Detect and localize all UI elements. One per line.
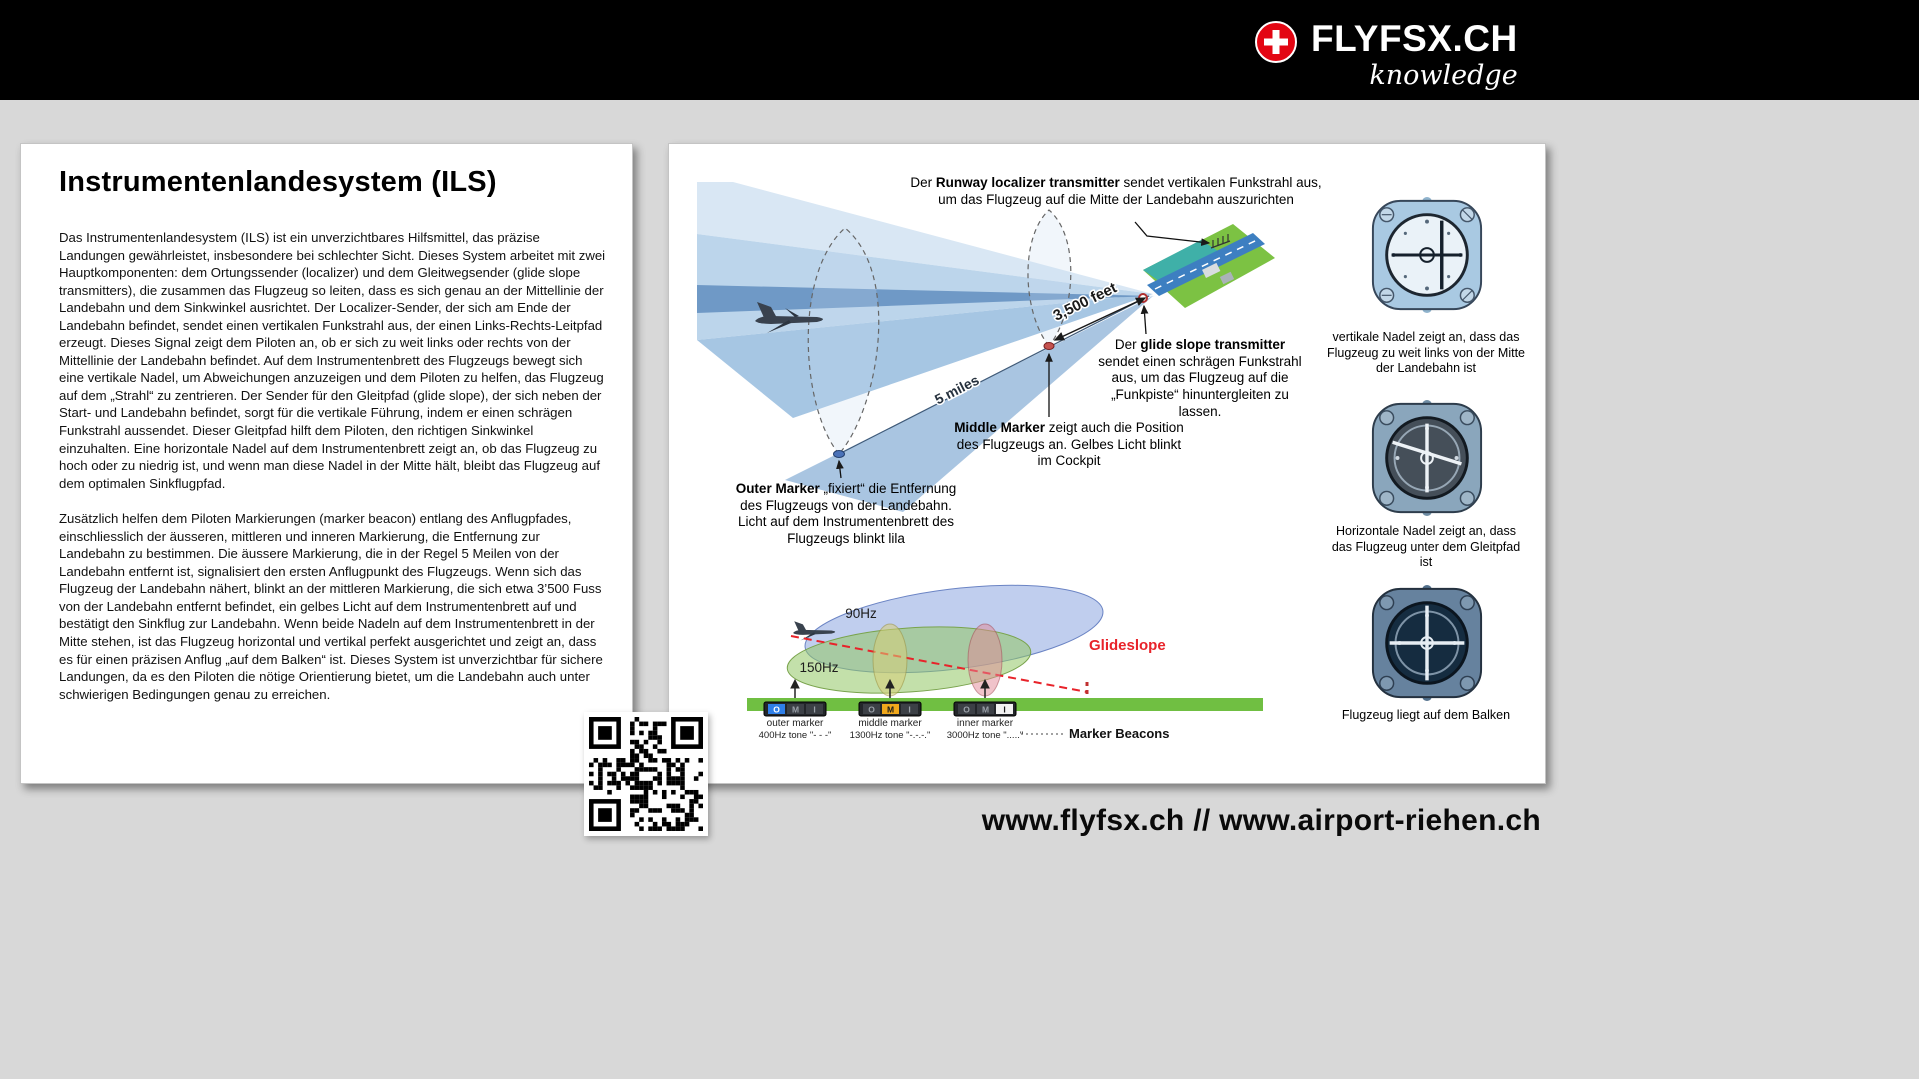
- annotation-middle-marker: Middle Marker zeigt auch die Position de…: [949, 420, 1189, 470]
- glideslope-annotation-arrow: [1140, 304, 1149, 335]
- middle-marker-tone: 1300Hz tone "-.-.-.": [850, 730, 931, 741]
- label-90hz: 90Hz: [845, 606, 877, 621]
- glidepath-beam: [785, 296, 1153, 512]
- instrument-caption-3: Flugzeug liegt auf dem Balken: [1341, 708, 1511, 722]
- glideslope-label: Glideslope: [1089, 637, 1166, 654]
- swiss-cross-icon: [1255, 21, 1297, 63]
- instrument-caption-2: Horizontale Nadel zeigt an, dass das Flu…: [1331, 524, 1521, 570]
- beacon-cell-letter: I: [1003, 705, 1005, 715]
- localizer-beam-low: [697, 294, 1153, 418]
- runway-area: [1143, 224, 1275, 308]
- annotation-text: „fixiert“ die Entfernung des Flugzeugs v…: [737, 481, 957, 547]
- outer-marker-name: outer marker: [767, 718, 824, 729]
- beacon-cell-letter: I: [813, 705, 815, 715]
- qr-code: [584, 712, 708, 836]
- beacon-strip-outer: O M I: [763, 701, 827, 717]
- middle-marker-dot: [1043, 342, 1055, 350]
- footer-links: www.flyfsx.ch // www.airport-riehen.ch: [981, 804, 1541, 837]
- annotation-bold: Middle Marker: [954, 420, 1045, 435]
- inner-marker-name: inner marker: [957, 718, 1014, 729]
- beacon-cell-letter: O: [963, 705, 970, 715]
- localizer-beam-light: [697, 182, 1153, 294]
- instrument-on-the-beam: [1368, 584, 1486, 702]
- localizer-annotation-arrow: [1134, 221, 1211, 247]
- airplane-icon: [755, 302, 823, 333]
- localizer-antenna: [1210, 234, 1231, 249]
- outer-marker-annotation-arrow: [836, 459, 844, 479]
- inner-marker-tone: 3000Hz tone ".....": [947, 730, 1023, 741]
- beacon-cell-letter: M: [792, 705, 799, 715]
- ils-approach-diagram: 3,500 feet 5 miles: [697, 182, 1275, 512]
- qr-code-image: [589, 717, 703, 831]
- annotation-outer-marker: Outer Marker „fixiert“ die Entfernung de…: [735, 481, 957, 548]
- instrument-glideslope: [1368, 399, 1486, 517]
- diagram-card: 3,500 feet 5 miles Der Runway localizer …: [668, 143, 1546, 784]
- glideslope-line: [790, 635, 1088, 693]
- beacon-cell-letter: M: [887, 705, 894, 715]
- annotation-text: Der: [1114, 337, 1141, 352]
- feet-distance-arrow: [1053, 297, 1147, 341]
- article-paragraph-2: Zusätzlich helfen dem Piloten Markierung…: [59, 511, 603, 702]
- beacon-cell-letter: O: [773, 705, 780, 715]
- localizer-beam-mid: [697, 234, 1153, 340]
- middle-marker-name: middle marker: [858, 718, 922, 729]
- outer-marker-tone: 400Hz tone "- - -": [759, 730, 832, 741]
- marker-beacons-diagram: 90Hz 150Hz Glideslope O M I: [747, 584, 1263, 741]
- annotation-text: sendet einen schrägen Funkstrahl aus, um…: [1098, 353, 1302, 419]
- annotation-bold: glide slope transmitter: [1140, 337, 1286, 352]
- article-card: Instrumentenlandesystem (ILS) Das Instru…: [20, 143, 633, 784]
- brand-tagline: knowledge: [1369, 59, 1518, 91]
- instrument-localizer: [1368, 196, 1486, 314]
- course-beam: [697, 285, 1155, 313]
- annotation-bold: Runway localizer transmitter: [935, 175, 1120, 190]
- header-bar: FLYFSX.CH knowledge: [0, 0, 1919, 100]
- annotation-glideslope: Der glide slope transmitter sendet einen…: [1093, 337, 1307, 421]
- label-150hz: 150Hz: [799, 660, 838, 675]
- beacon-cell-letter: M: [982, 705, 989, 715]
- annotation-text: zeigt auch die Position des Flugzeugs an…: [956, 420, 1184, 469]
- instrument-caption-1: vertikale Nadel zeigt an, dass das Flugz…: [1326, 330, 1525, 376]
- outer-marker-dot: [833, 450, 845, 458]
- annotation-localizer: Der Runway localizer transmitter sendet …: [901, 175, 1331, 208]
- page-title: Instrumentenlandesystem (ILS): [59, 166, 497, 198]
- beacon-cell-letter: O: [868, 705, 875, 715]
- marker-beacons-title: Marker Beacons: [1069, 726, 1169, 741]
- annotation-text: Der: [910, 175, 936, 190]
- annotation-text: sendet vertikalen Funkstrahl aus, um das…: [938, 175, 1322, 207]
- article-paragraph-1: Das Instrumentenlandesystem (ILS) ist ei…: [59, 230, 606, 491]
- beacon-cell-letter: I: [908, 705, 910, 715]
- brand-logo: FLYFSX.CH knowledge: [1254, 18, 1518, 91]
- annotation-bold: Outer Marker: [735, 481, 820, 496]
- beacon-antennas: [790, 678, 990, 698]
- outer-marker-cone: [807, 227, 880, 455]
- brand-name: FLYFSX.CH: [1311, 18, 1518, 59]
- beacon-strip-inner: O M I: [953, 701, 1017, 717]
- beacon-strip-middle: O M I: [858, 701, 922, 717]
